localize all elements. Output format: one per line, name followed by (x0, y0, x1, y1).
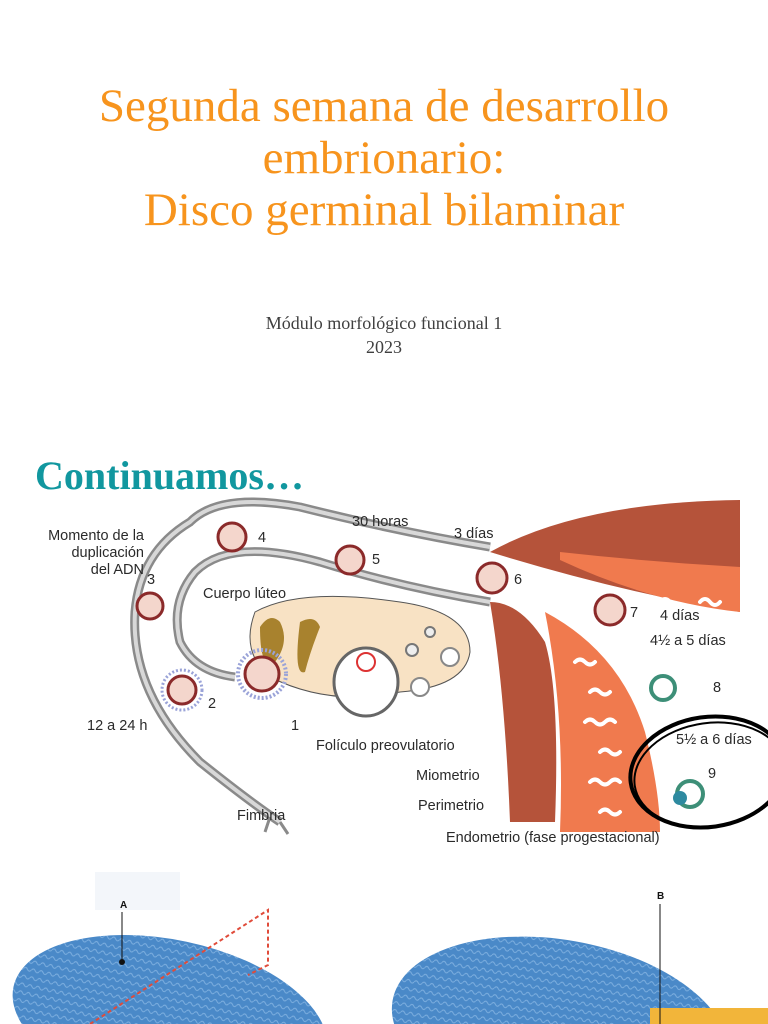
germ-disc-a (12, 934, 328, 1024)
implantation-diagram: Momento de la duplicación del ADN 30 hor… (0, 492, 768, 872)
stage-number-6: 6 (514, 572, 523, 588)
label-b: B (657, 891, 665, 902)
label-12-24h: 12 a 24 h (87, 718, 148, 734)
label-preovulatory-follicle: Folículo preovulatorio (316, 738, 455, 754)
label-perimetrium: Perimetrio (418, 798, 485, 814)
stage-7 (593, 593, 627, 627)
stage-number-5: 5 (372, 552, 381, 568)
label-dna-duplication: Momento de la duplicación del ADN (48, 528, 144, 578)
diagram-illustration (130, 497, 768, 835)
label-a: A (120, 900, 128, 911)
stage-number-1: 1 (291, 718, 300, 734)
label-3-days: 3 días (454, 526, 494, 542)
germ-disc-panel: A B (0, 860, 768, 1024)
stage-1-oocyte (243, 655, 281, 693)
course-year: 2023 (366, 337, 402, 357)
stage-4 (216, 521, 248, 553)
germ-disc-illustration (12, 872, 768, 1024)
title-line-1: Segunda semana de desarrollo (98, 80, 670, 132)
stage-number-4: 4 (258, 530, 267, 546)
stage-6 (475, 561, 509, 595)
germ-disc-b (391, 936, 729, 1024)
endometrium-upper (560, 552, 740, 612)
label-myometrium: Miometrio (416, 768, 480, 784)
slide-subtitle: Módulo morfológico funcional 1 2023 (0, 311, 768, 359)
stage-3 (135, 591, 165, 621)
title-line-2: embrionario: (262, 132, 506, 184)
uterus-lower-wall (490, 602, 557, 822)
stage-number-2: 2 (208, 696, 217, 712)
title-slide: Segunda semana de desarrollo embrionario… (0, 0, 768, 420)
stage-8-blastocyst (649, 674, 677, 702)
label-fimbria: Fimbria (237, 808, 286, 824)
label-corpus-luteum: Cuerpo lúteo (203, 586, 287, 602)
stage-number-9: 9 (708, 766, 717, 782)
label-5half-6-days: 5½ a 6 días (676, 732, 752, 748)
label-4-days: 4 días (660, 608, 700, 624)
stage-2-zygote (166, 674, 198, 706)
slide-title: Segunda semana de desarrollo embrionario… (0, 80, 768, 236)
stage-number-3: 3 (147, 572, 156, 588)
stage-number-7: 7 (630, 605, 639, 621)
title-line-3: Disco germinal bilaminar (143, 184, 625, 236)
label-endometrium: Endometrio (fase progestacional) (446, 830, 660, 846)
course-name: Módulo morfológico funcional 1 (265, 313, 503, 333)
diagram-slide: Continuamos… (0, 420, 768, 1024)
label-30-hours: 30 horas (352, 514, 409, 530)
stage-number-8: 8 (713, 680, 722, 696)
slide-heading: Continuamos… (35, 453, 304, 498)
stage-5 (334, 544, 366, 576)
label-4half-5-days: 4½ a 5 días (650, 633, 726, 649)
preovulatory-follicle (332, 646, 400, 718)
